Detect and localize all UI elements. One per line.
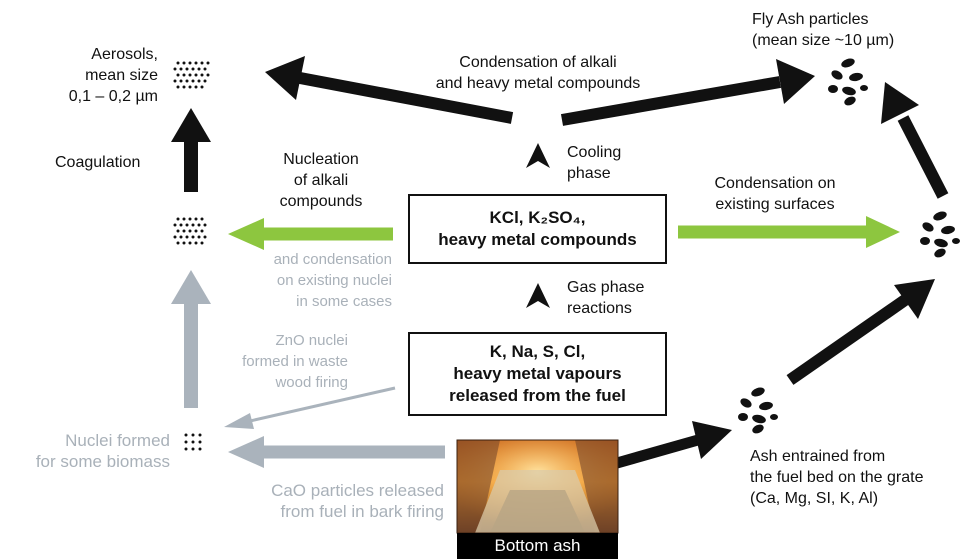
arrow-cao — [228, 436, 445, 468]
aerosols-label: Aerosols, mean size 0,1 – 0,2 µm — [68, 46, 158, 105]
arrow-coagulation — [171, 108, 211, 192]
fly-ash-particles-icon — [828, 58, 868, 106]
cooling-phase-label: Cooling phase — [567, 144, 622, 182]
condensation-nuclei-label: and condensation on existing nuclei in s… — [273, 251, 392, 310]
biomass-nuclei-dots-icon — [184, 433, 202, 451]
arrow-nuclei-up — [171, 270, 211, 408]
arrow-bottomash-to-bedash — [608, 421, 732, 471]
arrow-surface-to-flyash — [881, 82, 949, 199]
arrow-zno — [224, 386, 396, 429]
fly-ash-label: Fly Ash particles (mean size ~10 µm) — [752, 11, 895, 49]
bed-ash-particles-icon — [738, 387, 778, 434]
arrow-condensation-to-flyash — [560, 59, 815, 126]
nuclei-dots-icon — [173, 217, 207, 245]
aerosol-dots-icon — [173, 61, 210, 89]
cao-label: CaO particles released from fuel in bark… — [271, 481, 444, 521]
ash-entrained-label: Ash entrained from the fuel bed on the g… — [750, 448, 924, 507]
arrow-nucleation — [228, 218, 393, 250]
arrow-condensation-surfaces — [678, 216, 900, 248]
bottom-ash-label: Bottom ash — [457, 533, 618, 559]
condensation-alkali-label: Condensation of alkali and heavy metal c… — [435, 54, 641, 92]
coagulation-label: Coagulation — [55, 154, 141, 171]
nuclei-biomass-label: Nuclei formed for some biomass — [35, 431, 170, 471]
vapours-box: K, Na, S, Cl, heavy metal vapours releas… — [408, 332, 667, 416]
zno-label: ZnO nuclei formed in waste wood firing — [242, 332, 348, 391]
gas-phase-label: Gas phase reactions — [567, 279, 645, 317]
arrow-bedash-to-surface — [786, 279, 935, 385]
furnace-image — [456, 439, 619, 534]
condensation-surfaces-label: Condensation on existing surfaces — [714, 175, 836, 213]
surface-ash-particles-icon — [920, 211, 960, 258]
arrow-gas-phase — [526, 283, 550, 308]
arrow-cooling-phase — [526, 143, 550, 168]
nucleation-label: Nucleation of alkali compounds — [279, 151, 363, 210]
arrow-condensation-to-aerosols — [265, 56, 514, 124]
compounds-box: KCl, K₂SO₄, heavy metal compounds — [408, 194, 667, 264]
